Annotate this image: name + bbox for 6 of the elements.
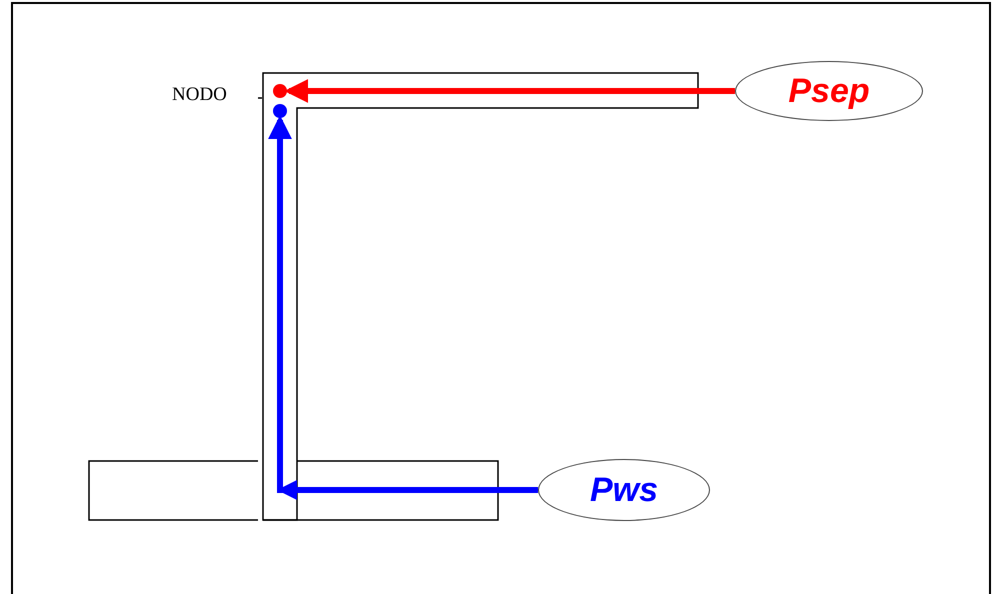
junction-dot [273, 104, 287, 118]
pressure-label: Pws [590, 470, 658, 510]
junction-dot [273, 84, 287, 98]
node-label: NODO [172, 84, 227, 106]
pressure-label: Psep [788, 72, 870, 110]
arrow [268, 115, 538, 500]
